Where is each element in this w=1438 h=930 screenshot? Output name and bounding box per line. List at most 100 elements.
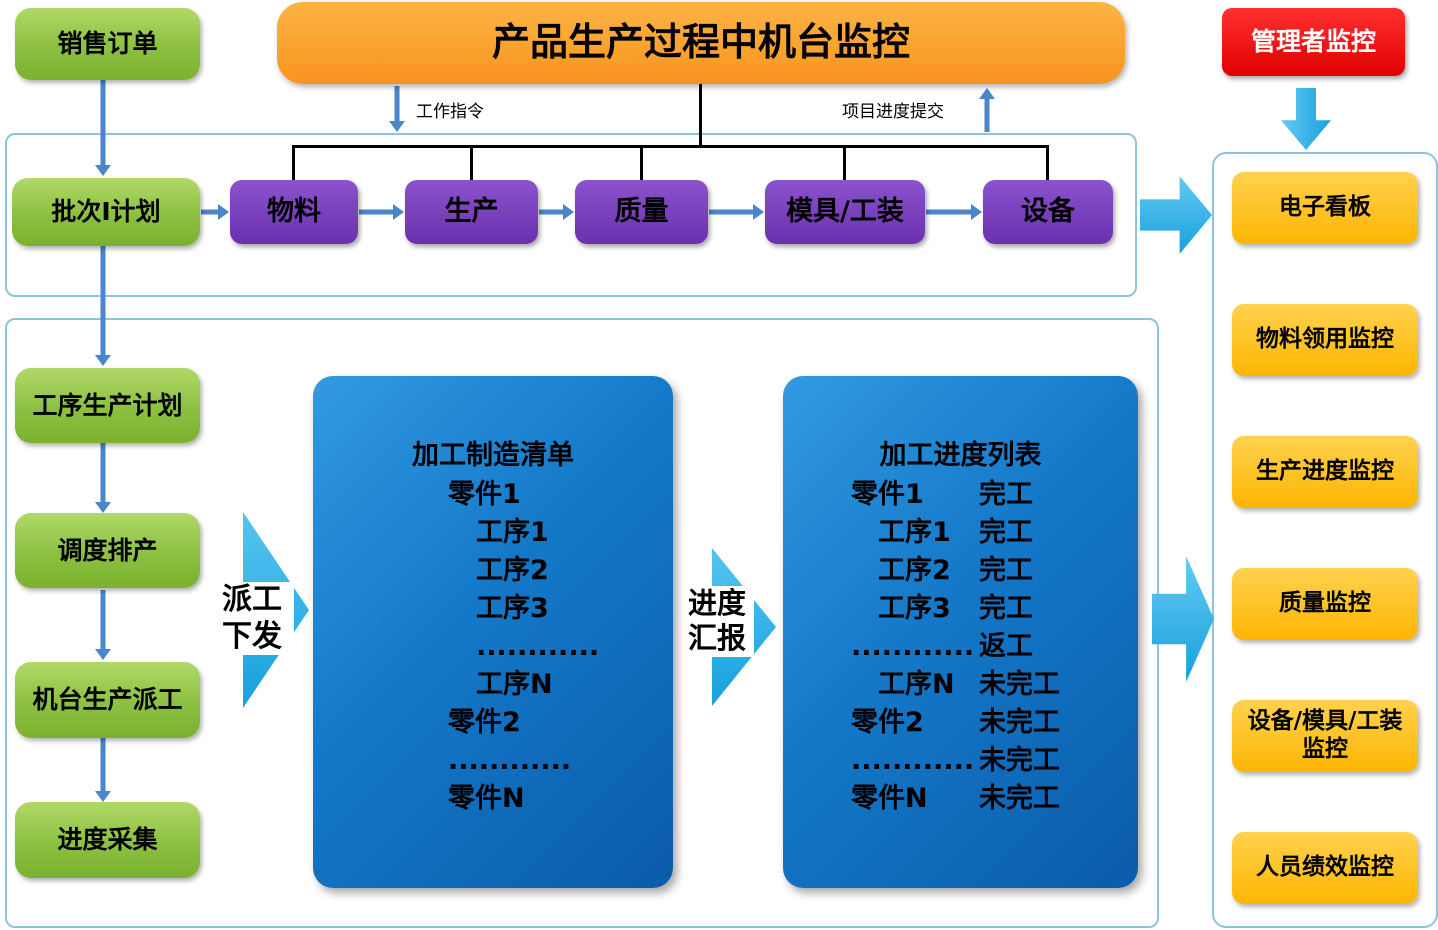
progress-row-name: ............ xyxy=(851,745,975,776)
progress-row: 工序1 完工 xyxy=(783,514,1138,552)
progress-report-label: 进度 汇报 xyxy=(680,586,754,657)
arrow-material-to-production xyxy=(359,204,404,220)
arrow-production-to-quality xyxy=(539,204,574,220)
progress-row-name: ............ xyxy=(851,631,975,662)
progress-row-status: 完工 xyxy=(979,517,1033,548)
mfg-item: 工序3 xyxy=(476,593,549,624)
arrow-manager-to-monitor-panel xyxy=(1281,88,1331,150)
diagram-title: 产品生产过程中机台监控 xyxy=(277,2,1125,84)
progress-row-name: 零件N xyxy=(851,783,928,814)
connector-title-drop xyxy=(699,84,702,147)
sales-order-box: 销售订单 xyxy=(15,8,200,80)
dispatch-issue-line1: 派工 xyxy=(222,582,282,617)
progress-row-status: 未完工 xyxy=(979,707,1060,738)
flow-process-plan-label: 工序生产计划 xyxy=(32,390,183,420)
work-instruction-label: 工作指令 xyxy=(413,97,487,122)
connector-stub-production xyxy=(470,147,473,180)
stage-mold-tooling-label: 模具/工装 xyxy=(786,195,904,227)
diagram-title-label: 产品生产过程中机台监控 xyxy=(491,20,910,65)
arrow-dispatch-to-collection xyxy=(95,738,111,802)
progress-row: 零件2 未完工 xyxy=(783,704,1138,742)
progress-row-status: 未完工 xyxy=(979,783,1060,814)
flow-process-plan-box: 工序生产计划 xyxy=(15,368,200,443)
progress-row-name: 零件2 xyxy=(851,707,924,738)
progress-row: 零件1 完工 xyxy=(783,476,1138,514)
progress-row-name: 零件1 xyxy=(851,479,924,510)
progress-row-status: 返工 xyxy=(979,631,1033,662)
progress-list-box: 加工进度列表 零件1 完工 工序1 完工 工序2 完工 工序3 完工 .....… xyxy=(783,376,1138,888)
connector-branch-horizontal xyxy=(292,145,1049,148)
arrow-stages-to-monitor-panel xyxy=(1140,176,1212,254)
flow-scheduling-box: 调度排产 xyxy=(15,513,200,588)
arrow-progress-submit-up xyxy=(979,88,995,132)
mfg-item: 零件2 xyxy=(448,707,521,738)
connector-stub-mold xyxy=(843,147,846,180)
flow-scheduling-label: 调度排产 xyxy=(57,535,158,565)
mfg-item-ellipsis: ............ xyxy=(448,745,572,776)
progress-row-name: 工序1 xyxy=(878,517,951,548)
mfg-item-ellipsis: ............ xyxy=(476,631,600,662)
progress-row-name: 工序3 xyxy=(878,593,951,624)
manufacturing-list-box: 加工制造清单 零件1 工序1 工序2 工序3 ............ 工序N … xyxy=(313,376,673,888)
mfg-item: 工序N xyxy=(476,669,553,700)
monitor-production-box: 生产进度监控 xyxy=(1232,436,1418,508)
manager-monitor-label: 管理者监控 xyxy=(1250,27,1376,56)
dispatch-stages-panel xyxy=(5,133,1137,297)
batch-plan-box: 批次I计划 xyxy=(12,178,200,246)
manufacturing-list-title: 加工制造清单 xyxy=(412,440,574,471)
flow-progress-collection-label: 进度采集 xyxy=(57,825,158,854)
flow-progress-collection-box: 进度采集 xyxy=(15,802,200,878)
stage-equipment-label: 设备 xyxy=(1021,195,1075,227)
arrow-batch-to-material xyxy=(201,204,229,220)
progress-row: 工序2 完工 xyxy=(783,552,1138,590)
stage-quality-box: 质量 xyxy=(575,180,708,244)
arrow-sales-to-batch xyxy=(95,80,111,176)
dispatch-issue-line2: 下发 xyxy=(222,618,282,654)
progress-row-status: 未完工 xyxy=(979,745,1060,776)
progress-row-name: 工序N xyxy=(878,669,955,700)
monitor-quality-label: 质量监控 xyxy=(1279,590,1371,617)
progress-row-status: 未完工 xyxy=(979,669,1060,700)
flow-machine-dispatch-label: 机台生产派工 xyxy=(32,685,183,714)
arrow-processplan-to-scheduling xyxy=(95,443,111,513)
arrow-scheduling-to-dispatch xyxy=(95,590,111,660)
arrow-execution-to-monitor-panel xyxy=(1152,556,1214,682)
arrow-quality-to-mold xyxy=(709,204,764,220)
progress-row: 工序3 完工 xyxy=(783,590,1138,628)
arrow-batch-to-processplan xyxy=(95,246,111,366)
monitor-equipment-box: 设备/模具/工装监控 xyxy=(1232,700,1418,772)
monitor-material-box: 物料领用监控 xyxy=(1232,304,1418,376)
connector-stub-quality xyxy=(640,147,643,180)
monitor-kanban-box: 电子看板 xyxy=(1232,172,1418,244)
progress-row-status: 完工 xyxy=(979,593,1033,624)
progress-report-line1: 进度 xyxy=(687,586,746,620)
connector-stub-equipment xyxy=(1046,147,1049,180)
mfg-item: 工序2 xyxy=(476,555,549,586)
monitor-kanban-label: 电子看板 xyxy=(1279,194,1371,221)
progress-list-title: 加工进度列表 xyxy=(879,440,1042,471)
monitor-performance-label: 人员绩效监控 xyxy=(1256,854,1394,881)
progress-row-name: 工序2 xyxy=(878,555,951,586)
stage-production-box: 生产 xyxy=(405,180,538,244)
arrow-mold-to-equipment xyxy=(926,204,982,220)
stage-material-box: 物料 xyxy=(230,180,358,244)
monitor-quality-box: 质量监控 xyxy=(1232,568,1418,640)
progress-row: 工序N 未完工 xyxy=(783,666,1138,704)
monitor-performance-box: 人员绩效监控 xyxy=(1232,832,1418,904)
dispatch-issue-label: 派工 下发 xyxy=(210,582,294,656)
batch-plan-label: 批次I计划 xyxy=(51,197,161,226)
stage-equipment-box: 设备 xyxy=(983,180,1113,244)
progress-row: ............ 返工 xyxy=(783,628,1138,666)
monitor-material-label: 物料领用监控 xyxy=(1256,326,1394,353)
monitor-production-label: 生产进度监控 xyxy=(1256,458,1394,485)
monitor-panel xyxy=(1212,152,1438,928)
stage-mold-tooling-box: 模具/工装 xyxy=(765,180,925,244)
progress-submit-label: 项目进度提交 xyxy=(839,97,947,122)
progress-row: 零件N 未完工 xyxy=(783,780,1138,818)
manager-monitor-box: 管理者监控 xyxy=(1222,8,1405,76)
mfg-item: 零件1 xyxy=(448,479,521,510)
arrow-work-instruction-down xyxy=(389,86,405,132)
mfg-item: 工序1 xyxy=(476,517,549,548)
stage-material-label: 物料 xyxy=(267,195,321,227)
